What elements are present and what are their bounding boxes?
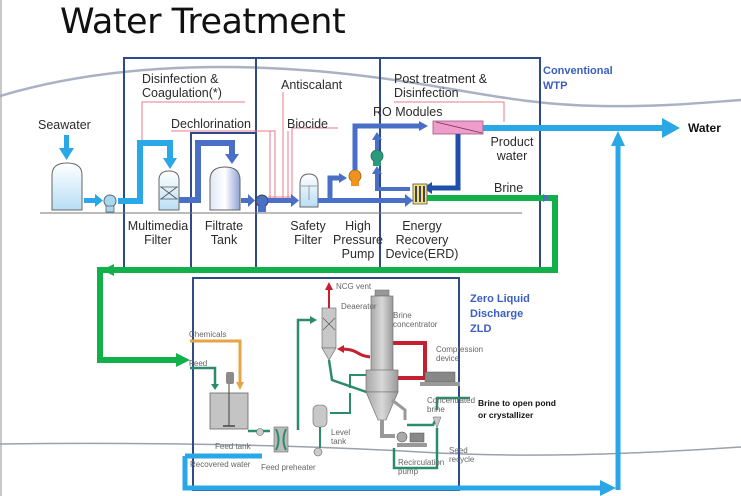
multimedia-line1: Multimedia [127, 219, 189, 233]
seawater-label: Seawater [38, 118, 91, 132]
disinfection-line2: Coagulation(*) [142, 86, 222, 100]
conventional-label-line2: WTP [543, 80, 568, 92]
conventional-wtp-label: Conventional WTP [543, 64, 613, 94]
erd-line3: Device(ERD) [385, 247, 459, 261]
compression-line1: Compression [436, 345, 484, 354]
decorative-wave-bottom [0, 442, 741, 456]
recovered-water-flow [182, 456, 604, 491]
safety-line1: Safety [290, 219, 326, 233]
product-water-flow [483, 125, 663, 131]
flow-to-multimedia-filter [118, 140, 173, 204]
zld-section-label: Zero Liquid Discharge ZLD [470, 292, 530, 337]
page-title: Water Treatment [60, 2, 346, 42]
level-line1: Level [331, 428, 351, 437]
brine-concentrator-label: Brine concentrator [393, 311, 437, 329]
chemical-dosing-lines [141, 92, 505, 200]
conc-brine-line1: Concentrated [427, 396, 476, 405]
disinfection-coagulation-label: Disinfection & Coagulation(*) [142, 72, 222, 100]
seed-recycle-label: Seed recycle [449, 446, 474, 464]
zld-label-line2: Discharge [470, 308, 524, 320]
seawater-intake-arrow [59, 135, 74, 160]
recovered-water-label: Recovered water [190, 460, 251, 469]
intake-pump [103, 194, 117, 208]
brine-flow [97, 195, 558, 363]
post-treatment-line1: Post treatment & [394, 72, 488, 86]
filtrate-tank [209, 166, 241, 211]
deaerator-label: Deaerator [341, 302, 377, 311]
erd-label: Energy Recovery Device(ERD) [382, 219, 462, 261]
post-treatment-label: Post treatment & Disinfection [394, 72, 487, 100]
booster-pump [370, 149, 384, 163]
feed-tank-label: Feed tank [215, 442, 251, 451]
brine-conc-line2: concentrator [393, 320, 438, 329]
safety-filter-label: Safety Filter [284, 219, 332, 247]
brine-arrow-small [543, 194, 550, 202]
post-treatment-line2: Disinfection [394, 86, 459, 100]
recirc-line2: pump [398, 467, 419, 476]
level-tank-label: Level tank [331, 428, 350, 446]
high-pressure-pump [348, 169, 362, 183]
disinfection-line1: Disinfection & [142, 72, 219, 86]
product-water-label: Product water [484, 135, 540, 163]
brine-note-line1: Brine to open pond [478, 398, 556, 408]
hp-line2: Pressure [332, 233, 384, 247]
zld-schematic [190, 282, 470, 470]
seawater-tank [51, 162, 83, 211]
hp-line3: Pump [341, 247, 375, 261]
safety-line2: Filter [294, 233, 322, 247]
brine-conc-line1: Brine [393, 311, 412, 320]
multimedia-filter [158, 170, 180, 211]
recirculation-pump [396, 431, 408, 443]
zld-label-line1: Zero Liquid [470, 293, 530, 305]
slide-edge [0, 0, 2, 496]
hp-line1: High [345, 219, 371, 233]
zld-label-line3: ZLD [470, 323, 492, 335]
brine-note-line2: or crystallizer [478, 410, 534, 420]
filtrate-line1: Filtrate [204, 219, 244, 233]
level-line2: tank [331, 437, 347, 446]
erd-line2: Recovery [395, 233, 449, 247]
seed-line2: recycle [449, 455, 475, 464]
recirculation-pump-label: Recirculation pump [398, 458, 444, 476]
product-line1: Product [490, 135, 534, 149]
level-tank [312, 404, 328, 428]
water-output-label: Water [688, 121, 721, 135]
flow-to-filtrate-tank [179, 140, 235, 203]
flow-to-ro-modules [352, 123, 420, 170]
compression-device-label: Compression device [436, 345, 483, 363]
recirc-line1: Recirculation [398, 458, 445, 467]
conventional-label-line1: Conventional [543, 65, 613, 77]
water-out-arrow [662, 118, 680, 138]
filtrate-line2: Tank [210, 233, 238, 247]
feed-label: Feed [189, 359, 208, 368]
erd-line1: Energy [402, 219, 442, 233]
feed-pump [255, 194, 269, 208]
conc-brine-line2: brine [427, 405, 445, 414]
flow-to-erd [318, 198, 406, 203]
multimedia-line2: Filter [144, 233, 172, 247]
biocide-label: Biocide [287, 117, 328, 131]
brine-label: Brine [494, 181, 524, 195]
filtrate-tank-label: Filtrate Tank [196, 219, 252, 247]
chemicals-label: Chemicals [189, 330, 227, 339]
dechlorination-label: Dechlorination [171, 117, 251, 131]
deaerator [321, 307, 337, 349]
multimedia-filter-label: Multimedia Filter [126, 219, 190, 247]
ro-modules-label: RO Modules [373, 105, 443, 119]
seed-line1: Seed [449, 446, 468, 455]
product-line2: water [496, 149, 528, 163]
decorative-wave-top [0, 65, 741, 108]
brine-disposal-note: Brine to open pond or crystallizer [478, 397, 556, 421]
high-pressure-pump-label: High Pressure Pump [330, 219, 386, 261]
ncg-vent-label: NCG vent [336, 282, 372, 291]
ro-reject-flow [430, 134, 461, 191]
antiscalant-label: Antiscalant [281, 78, 343, 92]
feed-preheater-label: Feed preheater [261, 463, 316, 472]
compression-line2: device [436, 354, 460, 363]
concentrated-brine-label: Concentrated brine [427, 396, 475, 414]
compression-device [424, 371, 456, 383]
